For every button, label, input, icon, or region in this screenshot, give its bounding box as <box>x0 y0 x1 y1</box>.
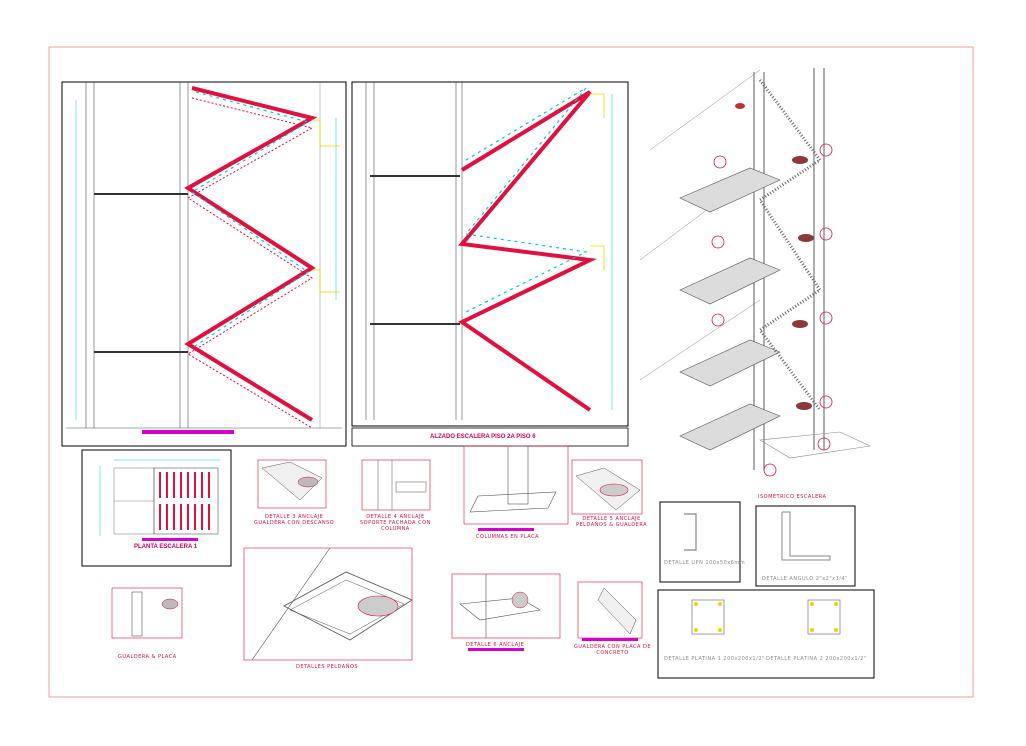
elevation-1-frame <box>61 81 347 447</box>
detail-columns-label: COLUMNAS EN PLACA <box>476 534 540 540</box>
detail-5 <box>571 459 643 515</box>
elevation-1 <box>61 81 347 447</box>
detail-placa2-label: DETALLE PLATINA 2 200x200x1/2" <box>766 656 867 662</box>
detail-peldanos-label: DETALLES PELDAÑOS <box>296 664 359 670</box>
elevation-2-frame <box>351 81 629 427</box>
detail-columns <box>463 445 569 531</box>
isometric-title: ISOMETRICO ESCALERA <box>758 494 827 500</box>
stair-plan <box>81 449 232 567</box>
detail-6 <box>451 573 561 651</box>
panel-angulo <box>755 505 856 587</box>
detail-3 <box>257 459 327 509</box>
detail-concreto <box>577 581 643 641</box>
panel-platinas <box>657 589 875 679</box>
detail-peldanos <box>243 547 413 661</box>
sheet-border <box>48 46 974 698</box>
plan-frame <box>81 449 232 567</box>
detail-upn-label: DETALLE UPN 100x50x6mm <box>664 560 746 566</box>
stair-flight <box>458 90 597 412</box>
detail-6-label: DETALLE 6 ANCLAJE <box>466 642 525 648</box>
elevation-2 <box>351 81 629 447</box>
detail-placa1-label: DETALLE PLATINA 1 200x200x1/2" <box>664 656 765 662</box>
isometric-view <box>639 68 872 477</box>
stair-flight <box>184 86 318 422</box>
detail-gualdera <box>111 587 183 639</box>
plan-title: PLANTA ESCALERA 1 <box>134 544 198 550</box>
panel-upn <box>659 501 741 583</box>
detail-gualdera-label: GUALDERA & PLACA <box>118 654 177 660</box>
detail-4 <box>361 459 431 511</box>
elevation-2-title: ALZADO ESCALERA PISO 2A PISO 6 <box>430 434 536 440</box>
detail-angulo-label: DETALLE ANGULO 2"x2"x1/4" <box>762 576 848 582</box>
